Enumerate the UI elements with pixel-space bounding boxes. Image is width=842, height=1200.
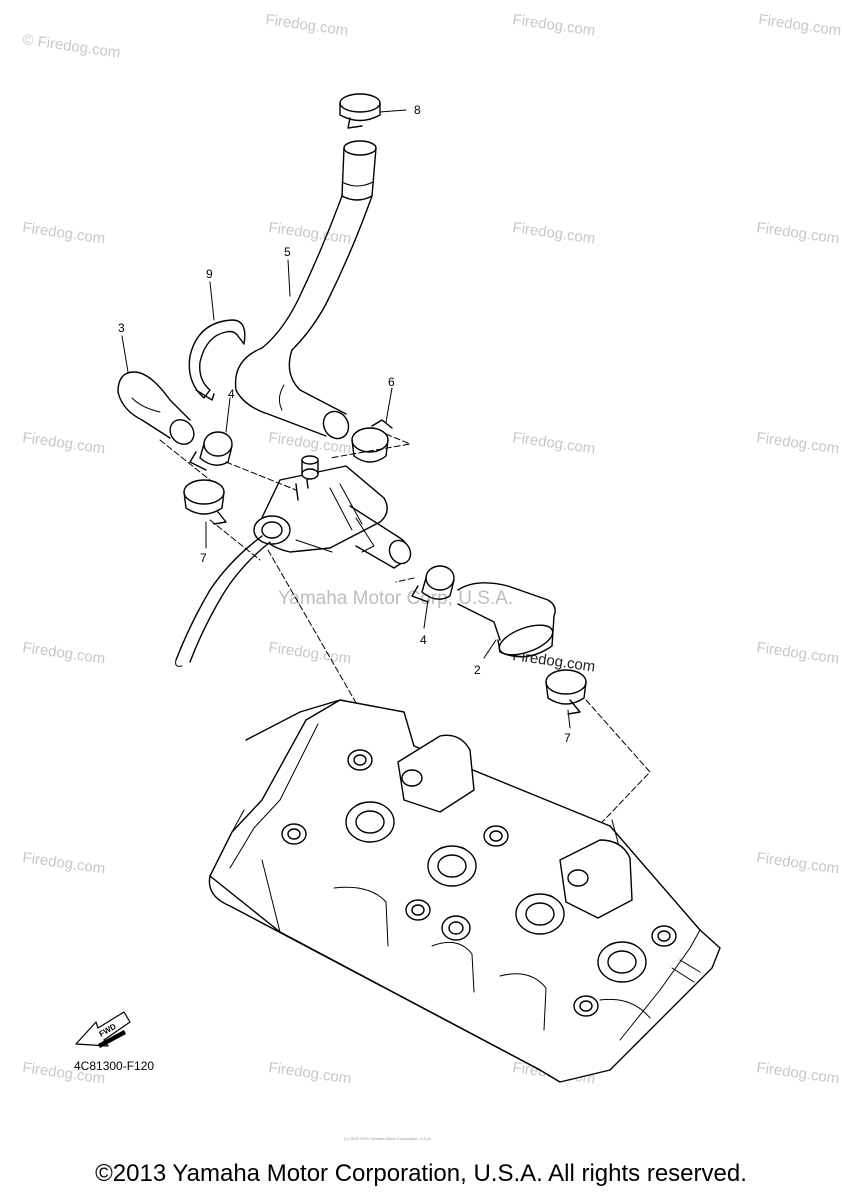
- callout-6: 6: [388, 375, 395, 389]
- watermark: Firedog.com: [511, 429, 596, 457]
- callout-4-lower: 4: [420, 633, 427, 647]
- hose-5: [234, 140, 377, 440]
- watermark: Firedog.com: [755, 849, 840, 877]
- line-art: [75, 93, 721, 1083]
- callout-7-left: 7: [200, 551, 207, 565]
- callout-2: 2: [474, 663, 481, 677]
- watermark-row-3: Firedog.com Firedog.com Firedog.com Fire…: [21, 429, 840, 457]
- watermark: Firedog.com: [267, 219, 352, 247]
- callout-9: 9: [206, 267, 213, 281]
- callout-labels: 8 5 9 3 4 6 7 4 2 7: [118, 103, 571, 745]
- watermark: Firedog.com: [264, 11, 349, 39]
- reed-valve-covers: [397, 734, 633, 919]
- hose-2: [457, 582, 556, 658]
- watermark-row-1: © Firedog.com Firedog.com Firedog.com Fi…: [21, 11, 842, 62]
- watermark: Firedog.com: [267, 639, 352, 667]
- watermark: Firedog.com: [755, 1059, 840, 1087]
- bolt-bosses: [281, 749, 677, 1017]
- center-watermark: Yamaha Motor Corp, U.S.A.: [278, 588, 513, 609]
- clamp-8: [339, 93, 381, 129]
- callout-3: 3: [118, 321, 125, 335]
- watermark: Firedog.com: [21, 219, 106, 247]
- watermark: Firedog.com: [21, 849, 106, 877]
- callout-7-right: 7: [564, 731, 571, 745]
- hose-3: [117, 371, 195, 445]
- wire: [175, 535, 271, 667]
- watermark: Firedog.com: [21, 429, 106, 457]
- callout-8: 8: [414, 103, 421, 117]
- cylinder-head-cover: [208, 699, 721, 1083]
- callout-5: 5: [284, 245, 291, 259]
- air-cut-valve: [253, 455, 412, 569]
- part-number: 4C81300-F120: [74, 1059, 154, 1073]
- callout-4-upper: 4: [228, 387, 235, 401]
- watermark: Firedog.com: [757, 11, 842, 39]
- clamp-4-lower: [411, 565, 455, 603]
- watermark-row-4: Firedog.com Firedog.com Firedog.com: [21, 639, 840, 667]
- clamp-4-upper: [189, 431, 233, 471]
- watermark: Firedog.com: [511, 219, 596, 247]
- watermark: © Firedog.com: [21, 31, 121, 62]
- watermark: Firedog.com: [755, 219, 840, 247]
- watermark: Firedog.com: [267, 1059, 352, 1087]
- clamp-6: [351, 419, 393, 463]
- copyright-notice: ©2013 Yamaha Motor Corporation, U.S.A. A…: [95, 1160, 747, 1187]
- watermark: Firedog.com: [755, 639, 840, 667]
- watermark: Firedog.com: [511, 11, 596, 39]
- spark-plug-holes: [345, 801, 647, 983]
- small-notice: (c) 2005-2015 Yamaha Motor Corporation, …: [344, 1136, 432, 1141]
- leader-lines: [121, 109, 571, 729]
- watermark: Firedog.com: [21, 639, 106, 667]
- bracket-9: [188, 319, 246, 401]
- fwd-arrow-icon: [75, 1011, 131, 1048]
- clamp-7-right: [545, 669, 587, 715]
- watermark: Firedog.com: [755, 429, 840, 457]
- watermark-row-2: Firedog.com Firedog.com Firedog.com Fire…: [21, 219, 840, 247]
- clamp-7-left: [183, 479, 227, 525]
